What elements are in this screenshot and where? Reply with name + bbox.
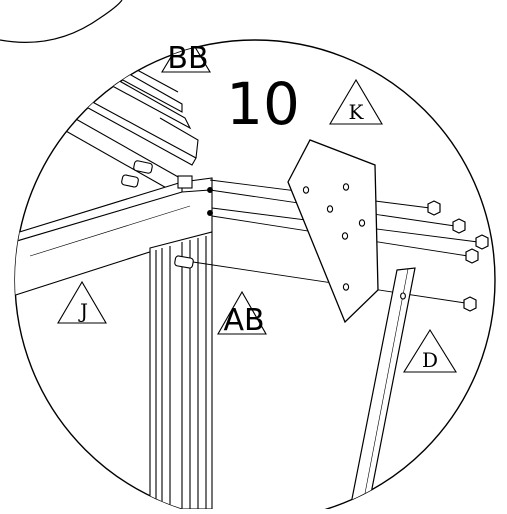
bolt-heads bbox=[121, 160, 194, 269]
label-j: J bbox=[78, 299, 88, 323]
label-triangles bbox=[57, 40, 457, 373]
post-ab bbox=[149, 231, 213, 510]
triangle-ab bbox=[217, 290, 267, 335]
label-ab: AB bbox=[223, 303, 264, 338]
step-number: 10 bbox=[226, 70, 300, 138]
label-d: D bbox=[422, 348, 438, 372]
label-bb: BB bbox=[167, 41, 208, 76]
gusset-plate-k bbox=[287, 139, 379, 324]
triangle-d bbox=[403, 328, 457, 373]
triangle-j bbox=[57, 280, 107, 324]
hex-nuts bbox=[427, 200, 489, 312]
callout-arc bbox=[0, 0, 123, 43]
label-k: K bbox=[349, 100, 365, 124]
beam-j bbox=[15, 177, 213, 301]
triangle-k bbox=[329, 78, 383, 125]
